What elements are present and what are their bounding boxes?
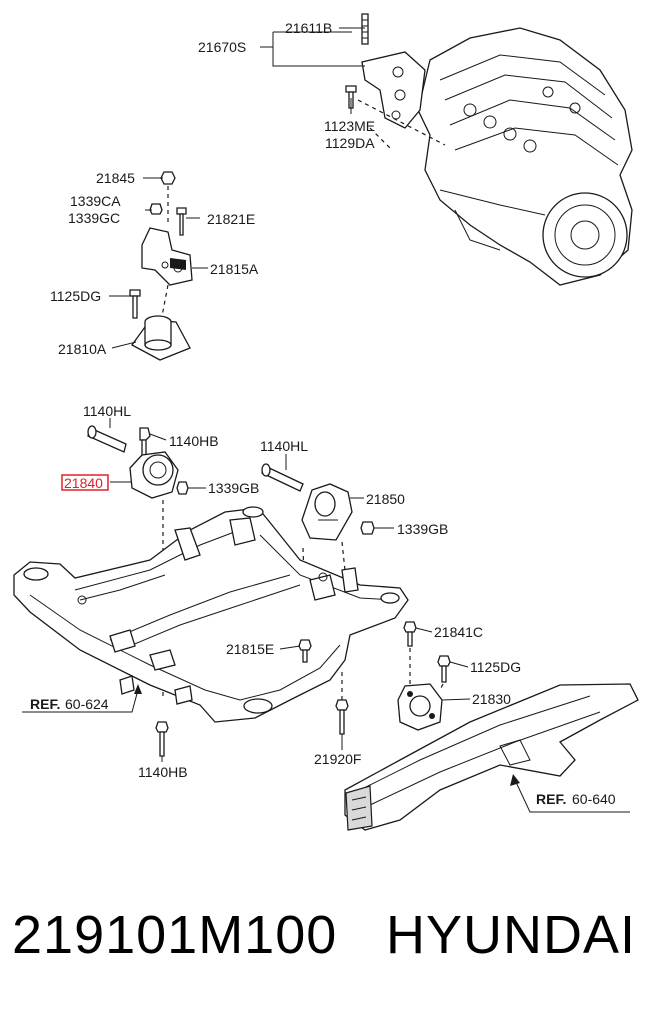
label-1339gb-left: 1339GB bbox=[208, 480, 259, 496]
label-1339gc: 1339GC bbox=[68, 210, 120, 226]
label-21821e: 21821E bbox=[207, 211, 255, 227]
subframe bbox=[13, 506, 409, 723]
label-1339ca: 1339CA bbox=[70, 193, 121, 209]
exploded-parts-diagram: 21611B 21670S 1123ME 1129DA 21845 1339CA… bbox=[13, 13, 639, 831]
part-number: 219101M100 bbox=[12, 905, 338, 965]
ref-left-number: 60-624 bbox=[65, 696, 109, 712]
label-1140hl-mid: 1140HL bbox=[260, 438, 308, 454]
mount-21850 bbox=[261, 463, 375, 641]
label-1125dg-right: 1125DG bbox=[470, 659, 521, 675]
label-21920f: 21920F bbox=[314, 751, 361, 767]
frame-rail bbox=[344, 683, 639, 831]
label-1129da: 1129DA bbox=[325, 135, 375, 151]
label-21840: 21840 bbox=[64, 475, 103, 491]
highlight-box-21840 bbox=[61, 474, 109, 491]
callout-labels: 21611B 21670S 1123ME 1129DA 21845 1339CA… bbox=[30, 20, 616, 807]
label-1140hb-top: 1140HB bbox=[169, 433, 219, 449]
upper-mount-assembly bbox=[129, 171, 193, 361]
brand-name: HYUNDAI bbox=[385, 905, 636, 965]
engine-block bbox=[417, 27, 633, 286]
mount-21840 bbox=[87, 425, 189, 700]
label-21845: 21845 bbox=[96, 170, 135, 186]
label-21670s: 21670S bbox=[198, 39, 246, 55]
ref-right-prefix: REF. bbox=[536, 791, 566, 807]
label-21611b: 21611B bbox=[285, 20, 332, 36]
subframe-bolts bbox=[155, 639, 349, 757]
product-footer: 219101M100 HYUNDAI bbox=[0, 900, 650, 980]
label-1140hb-bottom: 1140HB bbox=[138, 764, 188, 780]
label-1125dg-top: 1125DG bbox=[50, 288, 101, 304]
ref-left-prefix: REF. bbox=[30, 696, 60, 712]
leader-lines bbox=[22, 27, 630, 813]
label-21841c: 21841C bbox=[434, 624, 483, 640]
label-1140hl-left: 1140HL bbox=[83, 403, 131, 419]
label-21815e: 21815E bbox=[226, 641, 274, 657]
label-21850: 21850 bbox=[366, 491, 405, 507]
label-1339gb-right: 1339GB bbox=[397, 521, 448, 537]
bracket-21670s bbox=[345, 13, 446, 151]
label-21810a: 21810A bbox=[58, 341, 107, 357]
label-21815a: 21815A bbox=[210, 261, 259, 277]
label-1123me: 1123ME bbox=[324, 118, 375, 134]
label-21830: 21830 bbox=[472, 691, 511, 707]
mount-21830 bbox=[397, 621, 451, 731]
ref-right-number: 60-640 bbox=[572, 791, 616, 807]
